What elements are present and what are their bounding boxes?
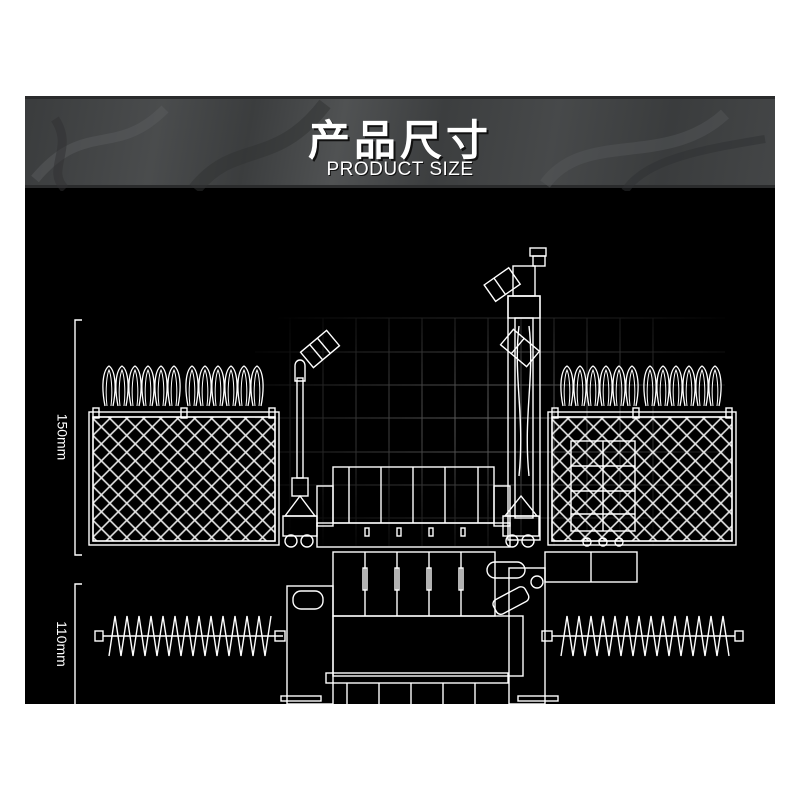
right-top-clips (560, 365, 722, 407)
dimension-bracket-110mm (74, 583, 82, 704)
right-spring (541, 615, 744, 657)
dimension-bracket-150mm (74, 319, 82, 556)
right-tower (483, 247, 547, 548)
technical-drawing (74, 247, 744, 704)
left-spring (94, 615, 286, 657)
title-chinese: 产品尺寸 (307, 116, 492, 165)
height-dimension-label: 150mm (54, 413, 71, 461)
left-basket (88, 365, 280, 546)
lower-body (280, 551, 638, 704)
depth-dimension-label: 110mm (53, 621, 70, 667)
left-lamp (282, 329, 341, 548)
product-size-panel: 产品尺寸 PRODUCT SIZE (25, 96, 775, 704)
left-top-clips (102, 365, 264, 407)
center-crates (316, 466, 511, 548)
right-basket (547, 365, 737, 547)
title-english: PRODUCT SIZE (326, 159, 474, 180)
